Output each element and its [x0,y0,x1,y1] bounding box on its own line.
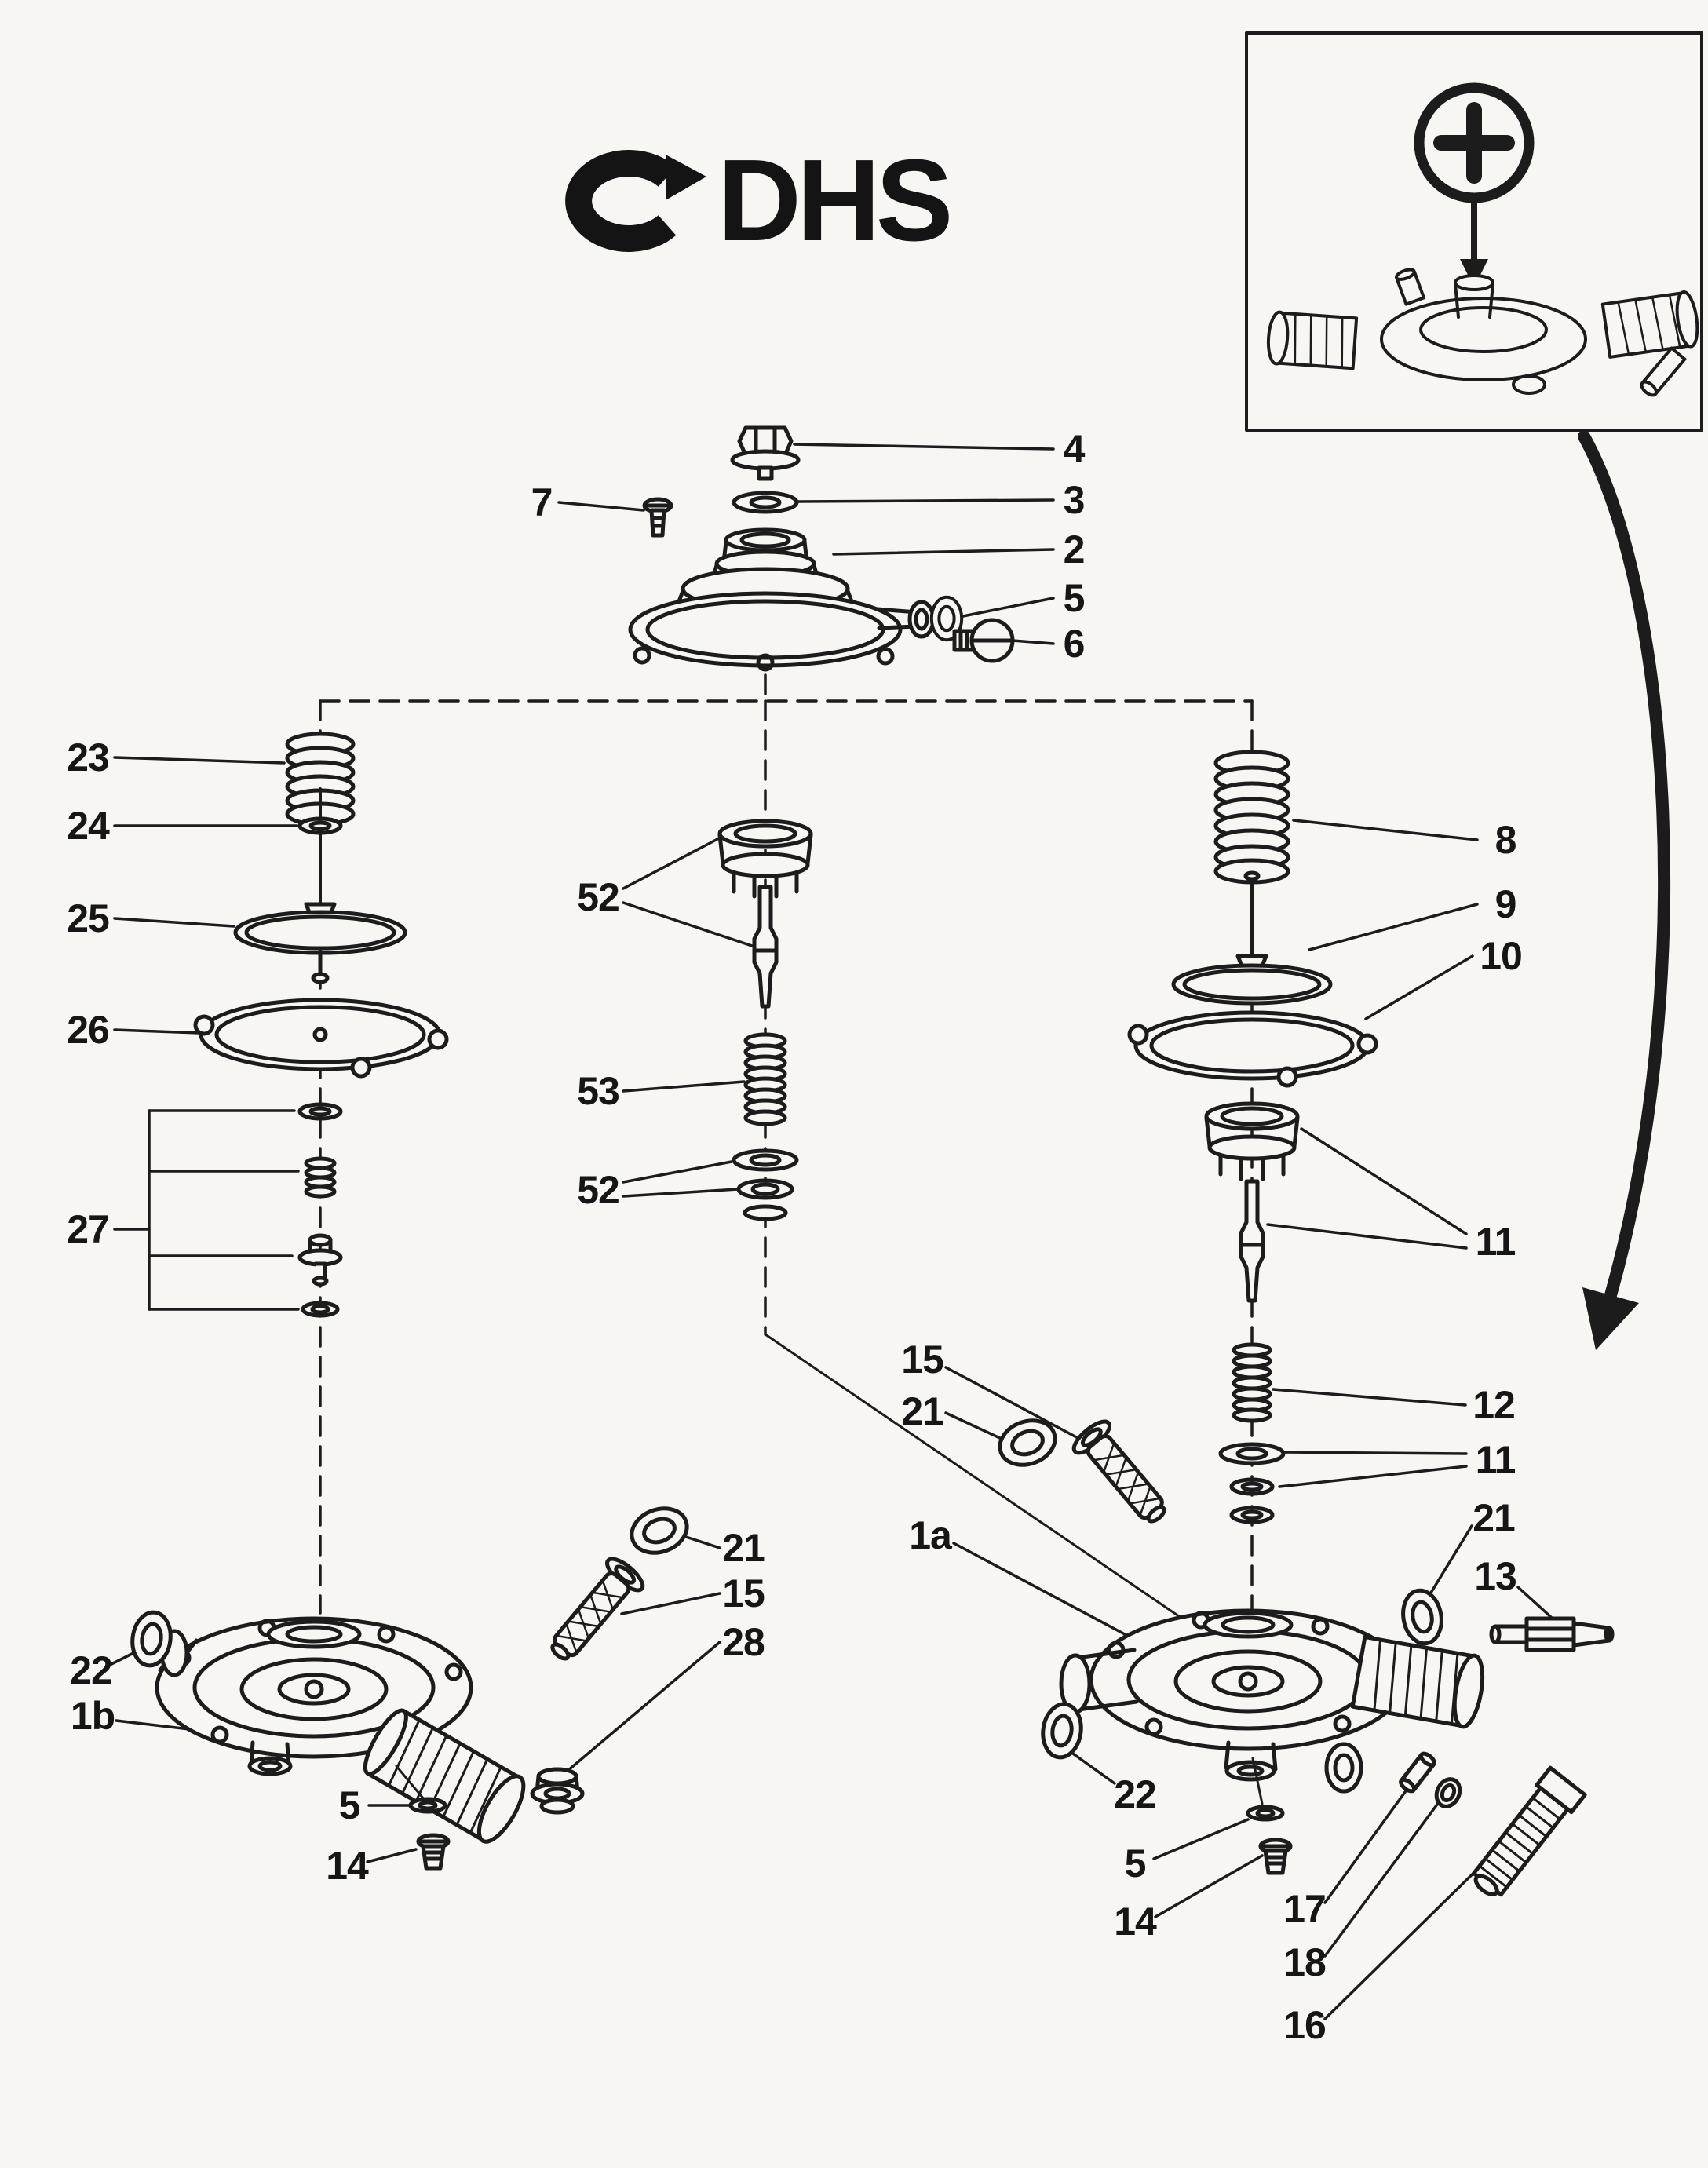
top-cover-2 [628,527,936,672]
plunger-52 [754,887,776,1006]
inset-assembled-valve [1266,268,1699,397]
threaded-port-1b [363,1708,526,1844]
bolt-4 [730,425,801,481]
inset-box [1245,31,1703,432]
part-label-15-left: 15 [722,1571,765,1615]
part-label-17: 17 [1283,1887,1327,1931]
filter-15-right [1069,1417,1176,1532]
part-label-12: 12 [1473,1383,1516,1427]
seat-52-lower [734,1151,797,1221]
part-label-6: 6 [1063,622,1086,666]
o-ring-21-far-right [1399,1587,1445,1646]
part-label-3: 3 [1063,478,1086,522]
washer-24 [300,787,341,904]
plug-28 [530,1767,585,1815]
fitting-13 [1489,1616,1615,1652]
part-label-5-right: 5 [1124,1841,1147,1885]
spring-8 [1216,752,1288,882]
part-label-14-right: 14 [1114,1900,1157,1944]
part-label-18: 18 [1283,1940,1327,1984]
phillips-screwdriver-icon [1414,82,1535,203]
part-label-21-right-upper: 21 [901,1389,944,1433]
axis-line-center-to-body-1a [764,1333,1210,1638]
part-label-1a: 1a [909,1513,952,1557]
part-label-22-left: 22 [70,1648,113,1692]
spring-53 [746,1035,785,1124]
parts-group-27 [297,1104,343,1316]
o-ring-22-right [1040,1702,1085,1760]
part-label-53: 53 [577,1069,620,1113]
part-label-8: 8 [1494,818,1517,862]
inset-pointer-arrow [1460,199,1488,287]
bracket-27 [148,1109,300,1311]
part-label-1b: 1b [70,1694,115,1738]
logo-arrow-icon [565,150,706,252]
part-label-11-upper: 11 [1475,1220,1516,1264]
curved-arrow [1578,430,1670,1350]
part-label-7: 7 [531,480,553,524]
screw-14-right [1261,1840,1290,1873]
axis-5-14-left [395,1765,425,1801]
gasket-10 [1127,1010,1378,1088]
part-label-9: 9 [1494,882,1517,926]
part-label-5-left: 5 [338,1783,361,1827]
hose-fitting-16 [1472,1765,1587,1897]
screw-7 [642,497,673,538]
washer-5-left [411,1799,445,1812]
brand-logo-text: DHS [717,136,953,265]
washers-11-lower [1221,1444,1283,1522]
part-label-28: 28 [722,1620,765,1664]
threaded-port-1a [1350,1635,1485,1729]
valve-body-1a [1059,1608,1485,1794]
part-label-5-top: 5 [1063,576,1086,620]
part-label-2: 2 [1063,527,1086,571]
brand-logo: DHS [548,136,953,265]
part-label-22-right: 22 [1114,1772,1157,1816]
leader-lines [110,443,1554,2020]
screw-6 [952,618,1015,663]
o-ring-21-right-upper [994,1413,1061,1472]
part-label-52-lower: 52 [577,1168,620,1212]
plunger-11 [1241,1181,1263,1301]
spring-12 [1234,1345,1270,1421]
nipple-17 [1399,1751,1436,1794]
washer-5-right [1248,1807,1283,1819]
part-label-14-left: 14 [326,1844,369,1888]
part-label-16: 16 [1283,2003,1327,2047]
part-label-25: 25 [67,896,110,940]
diaphragm-plate-25 [233,902,407,984]
valve-body-1b [155,1616,526,1844]
stem-plate-9 [1171,870,1333,1006]
part-label-26: 26 [67,1008,110,1052]
washer-18 [1434,1777,1462,1808]
gasket-26 [193,998,449,1079]
part-label-21-far-right: 21 [1473,1496,1516,1540]
part-label-15-right: 15 [901,1338,944,1381]
part-label-27: 27 [67,1207,110,1251]
part-label-4: 4 [1063,427,1086,471]
axis-5-14-right [1251,1757,1264,1805]
part-label-52-upper: 52 [577,875,620,919]
part-label-11-lower: 11 [1475,1438,1516,1482]
part-label-13: 13 [1474,1554,1517,1598]
part-label-24: 24 [67,804,110,848]
screw-14-left [418,1835,448,1868]
part-label-10: 10 [1480,934,1523,978]
part-label-23: 23 [67,735,110,779]
o-ring-21-left [626,1501,693,1560]
part-label-21-left: 21 [722,1526,765,1570]
washer-3 [732,491,799,514]
